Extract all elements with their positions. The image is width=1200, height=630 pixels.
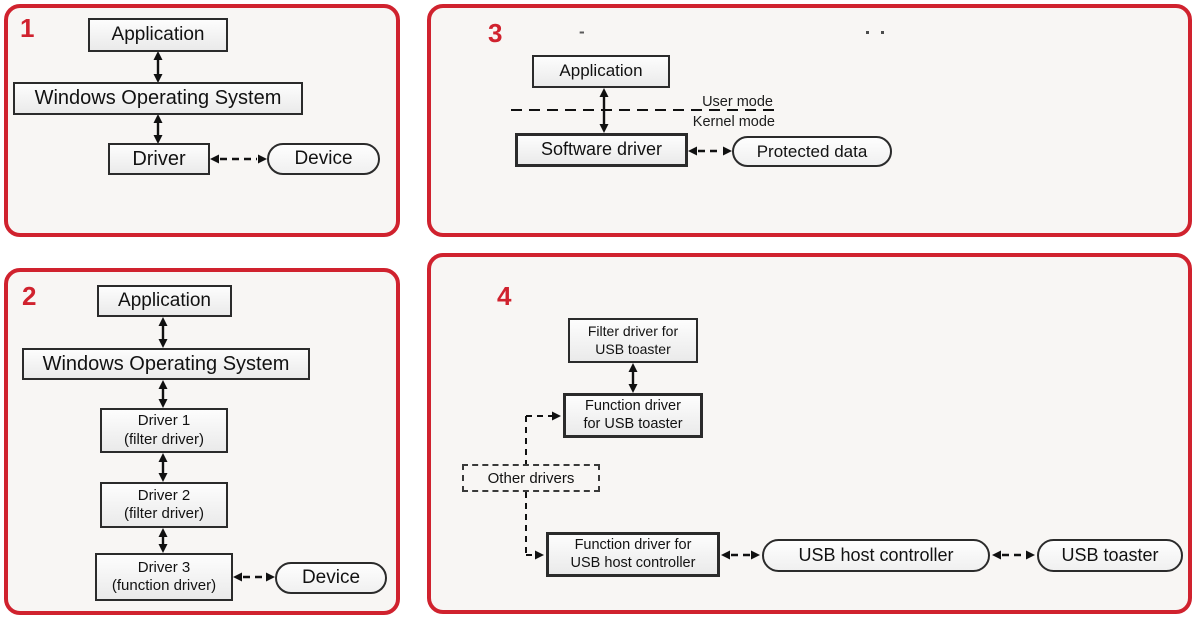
node-driver-3-function: Driver 3 (function driver) bbox=[95, 553, 233, 601]
panel-2-layered-driver-stack: 2 bbox=[4, 268, 400, 615]
dashed-elbow-arrow-icon bbox=[525, 492, 544, 560]
node-usb-host-controller: USB host controller bbox=[762, 539, 990, 572]
node-usb-toaster: USB toaster bbox=[1037, 539, 1183, 572]
node-driver: Driver bbox=[108, 143, 210, 175]
panel-3-number: 3 bbox=[488, 18, 503, 48]
double-arrow-icon bbox=[158, 528, 168, 553]
node-device: Device bbox=[267, 143, 380, 175]
panel-1-simple-driver-stack: 1 Application Windows Operating System D… bbox=[4, 4, 400, 237]
node-protected-data: Protected data bbox=[732, 136, 892, 167]
double-arrow-icon bbox=[158, 317, 168, 348]
node-application: Application bbox=[532, 55, 670, 88]
double-arrow-icon bbox=[628, 363, 638, 393]
node-function-driver-usb-toaster: Function driver for USB toaster bbox=[563, 393, 703, 438]
dashed-double-arrow-icon bbox=[688, 146, 732, 156]
node-driver-2-filter: Driver 2 (filter driver) bbox=[100, 482, 228, 528]
node-software-driver: Software driver bbox=[515, 133, 688, 167]
panel-4-usb-toaster-stack: 4 bbox=[427, 253, 1192, 614]
dashed-double-arrow-icon bbox=[721, 550, 760, 560]
dashed-double-arrow-icon bbox=[210, 154, 267, 164]
double-arrow-icon bbox=[153, 51, 163, 83]
node-filter-driver-usb-toaster: Filter driver for USB toaster bbox=[568, 318, 698, 363]
panel-4-number: 4 bbox=[497, 281, 512, 311]
node-application: Application bbox=[97, 285, 232, 317]
panel-1-connector-layer bbox=[153, 51, 267, 164]
node-windows-operating-system: Windows Operating System bbox=[22, 348, 310, 380]
node-function-driver-usb-host-controller: Function driver for USB host controller bbox=[546, 532, 720, 577]
panel-3-connector-layer bbox=[511, 88, 776, 156]
node-driver-1-filter: Driver 1 (filter driver) bbox=[100, 408, 228, 453]
stray-dash-mark: - bbox=[579, 22, 585, 41]
node-device: Device bbox=[275, 562, 387, 594]
dashed-double-arrow-icon bbox=[992, 550, 1035, 560]
node-other-drivers: Other drivers bbox=[462, 464, 600, 492]
panel-2-connector-layer bbox=[158, 317, 275, 582]
double-arrow-icon bbox=[153, 114, 163, 144]
dashed-elbow-arrow-icon bbox=[525, 411, 561, 464]
node-application: Application bbox=[88, 18, 228, 52]
kernel-mode-label: Kernel mode bbox=[692, 114, 775, 130]
double-arrow-icon bbox=[158, 453, 168, 482]
double-arrow-icon bbox=[599, 88, 609, 133]
stray-dot bbox=[866, 31, 869, 34]
panel-2-number: 2 bbox=[22, 281, 37, 311]
panel-1-number: 1 bbox=[20, 13, 35, 43]
panel-3-software-driver: 3 - Application User mode Kernel mode So… bbox=[427, 4, 1192, 237]
user-mode-label: User mode bbox=[702, 94, 773, 110]
node-windows-operating-system: Windows Operating System bbox=[13, 82, 303, 115]
dashed-double-arrow-icon bbox=[233, 572, 275, 582]
stray-dot bbox=[881, 31, 884, 34]
panel-4-connector-layer bbox=[525, 363, 1035, 560]
double-arrow-icon bbox=[158, 380, 168, 408]
